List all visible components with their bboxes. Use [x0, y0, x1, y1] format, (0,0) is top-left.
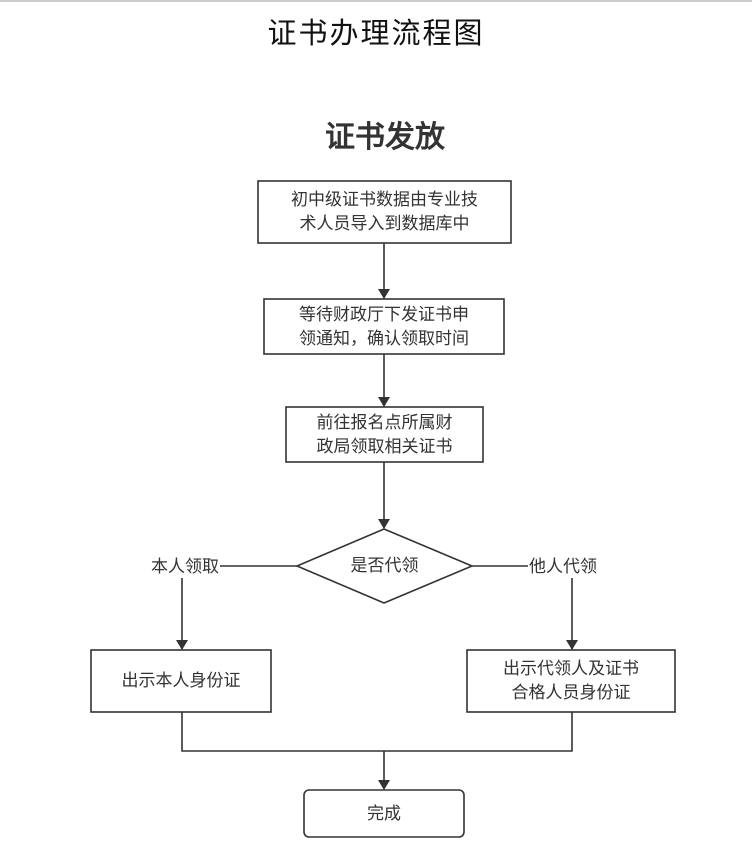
node-goto-label: 前往报名点所属财 政局领取相关证书: [316, 412, 453, 457]
edge-label-self: 本人领取: [150, 556, 220, 578]
section-title: 证书发放: [325, 120, 445, 155]
top-border: [0, 0, 752, 2]
node-proxy-id-label: 出示代领人及证书 合格人员身份证: [503, 659, 639, 703]
edge-self-to-merge: [181, 712, 573, 752]
edge-decision-to-proxy: [472, 565, 578, 650]
page-title: 证书办理流程图: [267, 16, 485, 50]
node-wait-label: 等待财政厅下发证书申 领通知，确认领取时间: [299, 304, 469, 349]
node-self-id-label: 出示本人身份证: [121, 671, 241, 691]
node-proxy-id-box: [466, 649, 676, 713]
node-done-box: [303, 789, 465, 838]
node-import-label: 初中级证书数据由专业技 术人员导入到数据库中: [291, 190, 478, 234]
node-done-label: 完成: [367, 803, 401, 824]
node-decision-label: 是否代领: [350, 556, 419, 576]
node-self-id-box: [90, 649, 272, 713]
edge-decision-to-self: [176, 565, 297, 650]
node-decision-diamond: [294, 528, 475, 604]
edge-label-proxy: 他人代领: [528, 556, 598, 578]
